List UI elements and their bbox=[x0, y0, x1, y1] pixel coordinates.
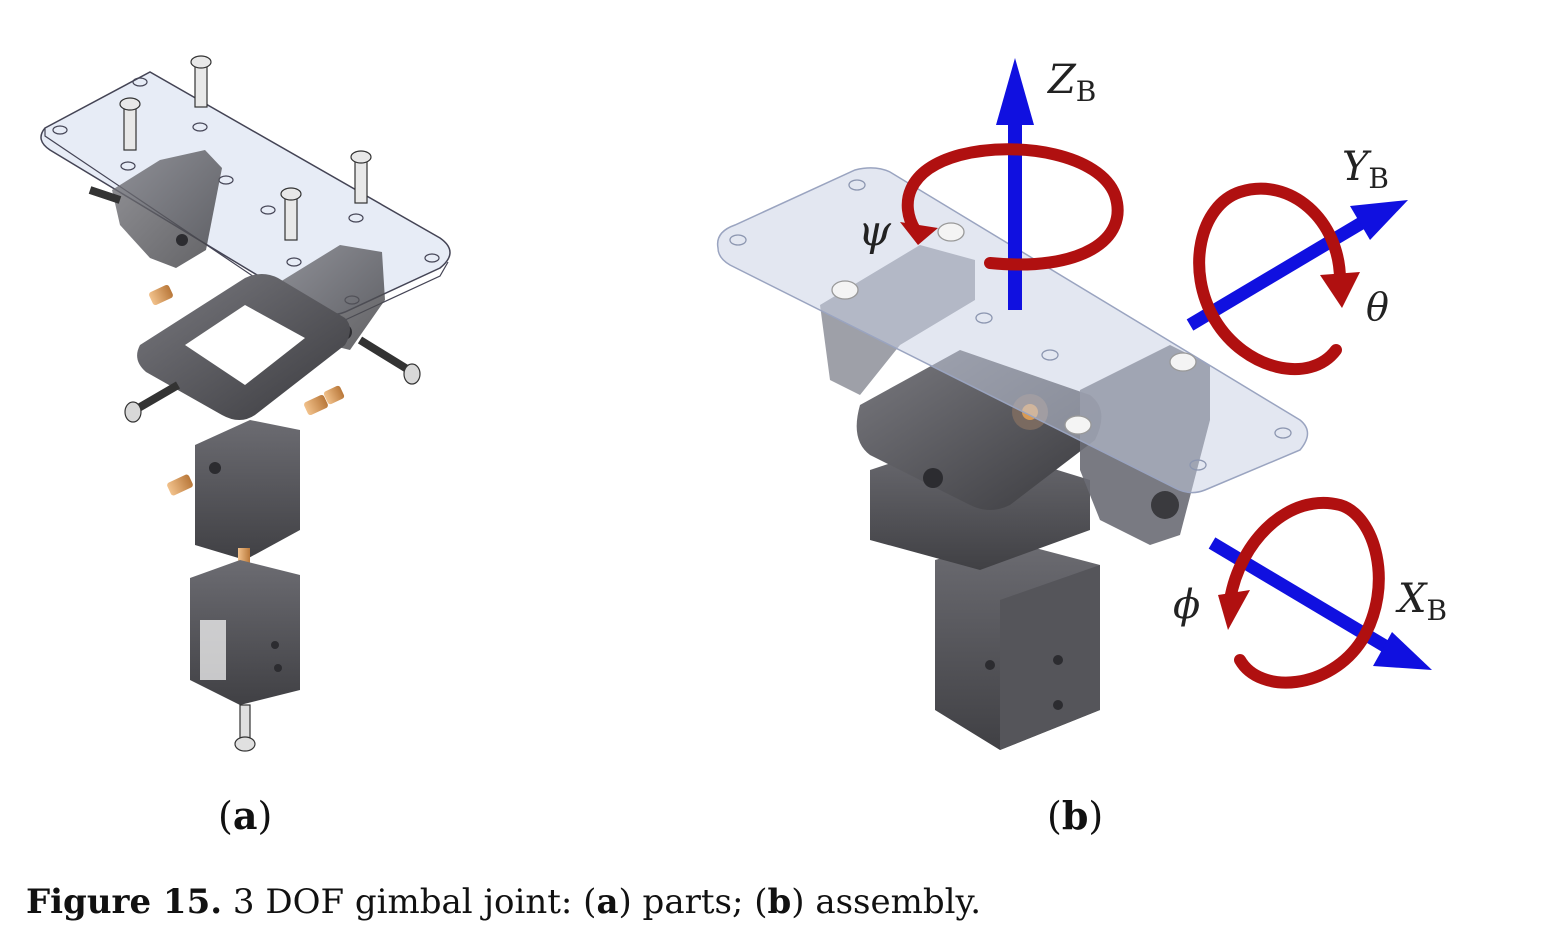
panel-a-label: (a) bbox=[218, 793, 273, 838]
caption-prefix: Figure 15. bbox=[26, 882, 223, 922]
y-axis-label: YB bbox=[1342, 144, 1389, 195]
theta-rotation-arrow-icon bbox=[1193, 182, 1346, 376]
figure-caption: Figure 15. 3 DOF gimbal joint: (a) parts… bbox=[26, 882, 982, 922]
x-axis-label: XB bbox=[1395, 576, 1447, 627]
psi-label: ψ bbox=[858, 206, 892, 255]
z-axis-label: ZB bbox=[1046, 57, 1096, 108]
assembled-gimbal-icon bbox=[716, 167, 1309, 750]
phi-label: ϕ bbox=[1173, 582, 1200, 628]
exploded-gimbal-parts-icon bbox=[40, 55, 451, 752]
panel-b-label: (b) bbox=[1047, 793, 1104, 838]
psi-rotation-arrow-icon bbox=[901, 143, 1124, 271]
y-axis-arrow bbox=[1186, 200, 1408, 331]
phi-rotation-arrow-icon bbox=[1224, 497, 1385, 689]
theta-label: θ bbox=[1366, 285, 1389, 329]
figure-artwork: ZB YB XB ψ θ ϕ bbox=[40, 55, 1447, 752]
